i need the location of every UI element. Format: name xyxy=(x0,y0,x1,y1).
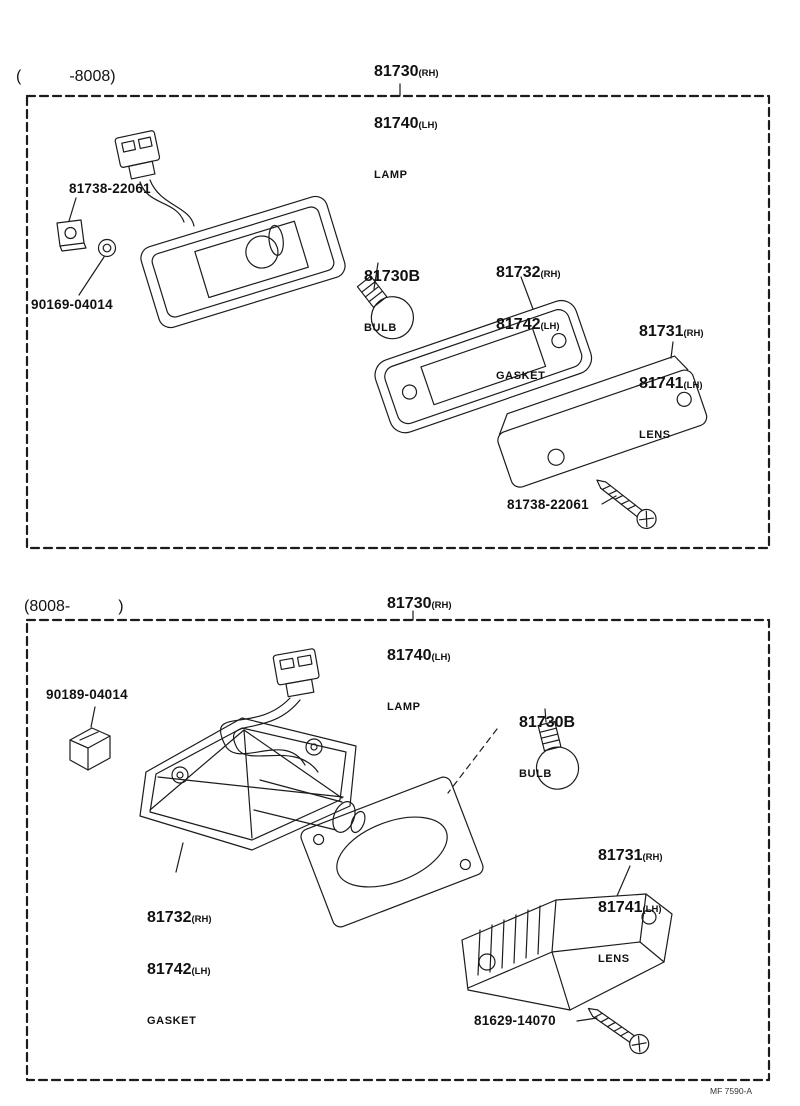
gasket-part-name: GASKET xyxy=(496,370,546,382)
lamp-part-name: LAMP xyxy=(387,701,421,713)
leader-lines-bottom xyxy=(90,706,631,1022)
lamp-part-lh: 81740(LH) xyxy=(374,115,438,132)
figure-code: MF 7590-A xyxy=(710,1086,753,1096)
lens-drawing-bottom xyxy=(461,893,673,1011)
top-panel-border xyxy=(25,83,771,550)
clip-part-label-bottom: 90189-04014 xyxy=(46,687,128,702)
bulb-drawing-top xyxy=(356,275,414,340)
bulb-insertion-dashed-line xyxy=(447,728,498,794)
washer-drawing-top xyxy=(97,238,117,258)
date-range-label-bottom: (8008- ) xyxy=(24,598,124,615)
bulb-drawing-bottom xyxy=(535,720,580,790)
leader-lines-top xyxy=(68,197,674,505)
bottom-panel-border xyxy=(25,610,771,1082)
lens-label-bottom: 81731(RH) 81741(LH) LENS xyxy=(598,847,663,966)
wire-drawing-top xyxy=(139,179,195,227)
lamp-part-name: LAMP xyxy=(374,169,408,181)
screw-part-label-top: 81738-22061 xyxy=(507,497,589,512)
bulb-part-name: BULB xyxy=(364,322,397,334)
lens-label-top: 81731(RH) 81741(LH) LENS xyxy=(639,323,704,442)
screw-drawing-bottom xyxy=(587,1007,650,1055)
nut-drawing-top xyxy=(56,219,87,252)
screw-part-label-bottom: 81629-14070 xyxy=(474,1013,556,1028)
bulb-label-top: 81730B BULB xyxy=(364,233,420,371)
wire-drawing-bottom xyxy=(219,697,319,773)
screw-drawing-top xyxy=(596,479,657,530)
nut-part-label-top: 81738-22061 xyxy=(69,181,151,196)
lamp-part-rh: 81730(RH) xyxy=(374,63,439,80)
gasket-label-bottom: 81732(RH) 81742(LH) GASKET xyxy=(147,909,212,1028)
gasket-plate-drawing-bottom xyxy=(300,776,484,928)
date-range-label-top: ( -8008) xyxy=(16,68,116,85)
bulb-part-number: 81730B xyxy=(364,268,421,285)
bulb-label-bottom: 81730B BULB xyxy=(519,679,575,817)
grommet-part-label-top: 90169-04014 xyxy=(31,297,113,312)
bulb-part-number: 81730B xyxy=(519,714,576,731)
lens-part-name: LENS xyxy=(639,429,671,441)
gasket-label-top: 81732(RH) 81742(LH) GASKET xyxy=(496,264,561,383)
connector-drawing-top xyxy=(114,130,161,180)
lens-drawing-top xyxy=(497,355,708,488)
gasket-part-name: GASKET xyxy=(147,1015,197,1027)
title-block-bottom: 81730(RH) 81740(LH) LAMP xyxy=(387,560,452,750)
lamp-housing-drawing-bottom xyxy=(139,717,366,851)
lamp-part-rh: 81730(RH) xyxy=(387,595,452,612)
connector-drawing-bottom xyxy=(272,648,320,698)
bulb-part-name: BULB xyxy=(519,768,552,780)
gasket-drawing-top xyxy=(374,299,593,434)
lamp-part-lh: 81740(LH) xyxy=(387,647,451,664)
lamp-housing-drawing-top xyxy=(140,195,346,329)
lens-part-name: LENS xyxy=(598,953,630,965)
title-block-top: 81730(RH) 81740(LH) LAMP xyxy=(374,28,439,218)
clip-drawing-bottom xyxy=(69,727,111,771)
